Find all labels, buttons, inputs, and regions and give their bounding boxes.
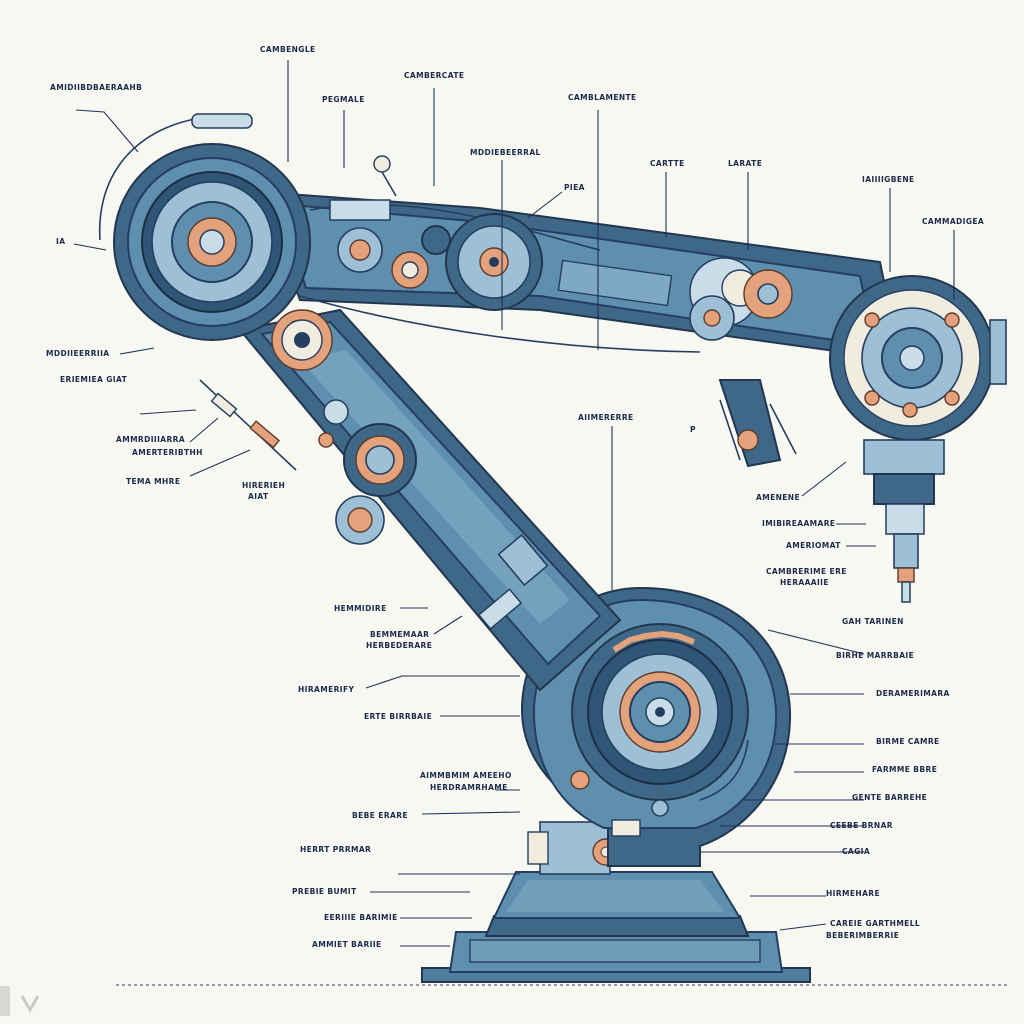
callout-label: HERRT PRRMAR bbox=[300, 845, 371, 854]
callout-label: MDDIIEERRIIA bbox=[46, 349, 109, 358]
callout-label: ERTE BIRRBAIE bbox=[364, 712, 432, 721]
callout-label: TEMA MHRE bbox=[126, 477, 180, 486]
callout-label: FARMME BBRE bbox=[872, 765, 937, 774]
gear-cluster bbox=[329, 155, 451, 289]
callout-label: HIRAMERIFY bbox=[298, 685, 355, 694]
corner-mark bbox=[0, 986, 40, 1016]
callout-label: CAGIA bbox=[842, 847, 870, 856]
callout-label: CAMBLAMENTE bbox=[568, 93, 637, 102]
callout-label: HERDRAMRHAME bbox=[430, 783, 508, 792]
callout-label: GAH TARINEN bbox=[842, 617, 904, 626]
callout-label: AIMMBMIM AMEEHO bbox=[420, 771, 512, 780]
callout-label: HERBEDERARE bbox=[366, 641, 432, 650]
callout-label: AMERTERIBTHH bbox=[132, 448, 203, 457]
callout-label: AMERIOMAT bbox=[786, 541, 841, 550]
callout-label: GENTE BARREHE bbox=[852, 793, 927, 802]
callout-label: DERAMERIMARA bbox=[876, 689, 950, 698]
shoulder-joint bbox=[520, 586, 792, 867]
callout-label: IMIBIREAAMARE bbox=[762, 519, 835, 528]
callout-label: BEBERIMBERRIE bbox=[826, 931, 899, 940]
callout-label: PIEA bbox=[564, 183, 585, 192]
upper-arm bbox=[258, 155, 902, 468]
callout-label: BEBE ERARE bbox=[352, 811, 408, 820]
callout-label: BIRHE MARRBAIE bbox=[836, 651, 914, 660]
callout-label: P bbox=[690, 425, 696, 434]
callout-label: AIAT bbox=[248, 492, 269, 501]
callout-label: CARTTE bbox=[650, 159, 685, 168]
leader-lines bbox=[73, 60, 955, 947]
callout-label: LARATE bbox=[728, 159, 762, 168]
callout-label: AMENENE bbox=[756, 493, 800, 502]
rear-motor bbox=[98, 113, 311, 341]
callout-label: CAMMADIGEA bbox=[922, 217, 984, 226]
callout-label: CAMBERCATE bbox=[404, 71, 464, 80]
callout-label: HIRMEHARE bbox=[826, 889, 880, 898]
callout-label: CAMBENGLE bbox=[260, 45, 316, 54]
callout-label: HEMMIDIRE bbox=[334, 604, 387, 613]
elbow-joint bbox=[689, 257, 797, 468]
callout-label: AIIMERERRE bbox=[578, 413, 634, 422]
callout-label: AMMIET BARIIE bbox=[312, 940, 382, 949]
callout-label: MDDIEBEERRAL bbox=[470, 148, 541, 157]
callout-label: CAMBRERIME ERE bbox=[766, 567, 847, 576]
callout-label: EERIIIE BARIMIE bbox=[324, 913, 398, 922]
callout-label: IAIIIIGBENE bbox=[862, 175, 915, 184]
wrist-assembly bbox=[829, 275, 1007, 603]
callout-label: CEEBE BRNAR bbox=[830, 821, 893, 830]
callout-label: HIRERIEH bbox=[242, 481, 285, 490]
callout-label: AMIDIIBDBAERAAHB bbox=[50, 83, 142, 92]
callout-label: PEGMALE bbox=[322, 95, 365, 104]
callout-labels: CAMBENGLE AMIDIIBDBAERAAHB CAMBERCATE PE… bbox=[46, 45, 984, 949]
callout-label: PREBIE BUMIT bbox=[292, 887, 357, 896]
lower-arm bbox=[199, 308, 622, 692]
callout-label: BEMMEMAAR bbox=[370, 630, 429, 639]
callout-label: HERAAAIIE bbox=[780, 578, 829, 587]
callout-label: ERIEMIEA GIAT bbox=[60, 375, 128, 384]
callout-label: IA bbox=[56, 237, 65, 246]
callout-label: CAREIE GARTHMELL bbox=[830, 919, 920, 928]
robot-base bbox=[116, 821, 1010, 986]
callout-label: AMMRDIIIARRA bbox=[116, 435, 185, 444]
callout-label: BIRME CAMRE bbox=[876, 737, 940, 746]
